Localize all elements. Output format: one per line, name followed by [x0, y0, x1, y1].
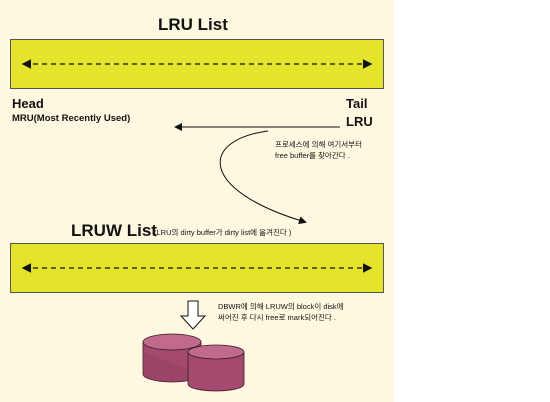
- mru-label: MRU(Most Recently Used): [12, 113, 131, 124]
- disk-icon: [187, 344, 245, 392]
- process-note-line-2: free buffer를 찾아간다 .: [275, 151, 350, 160]
- diagram-graphics: [21, 59, 373, 392]
- process-note-line-1: 프로세스에 의해 여기서부터: [275, 140, 362, 149]
- tail-label: Tail: [346, 96, 368, 111]
- dbwr-note-line-2: 써어진 후 다시 free로 mark되어진다 .: [218, 313, 336, 322]
- curved-arrow-icon: [219, 130, 307, 225]
- lru-list-title: LRU List: [158, 15, 228, 34]
- lruw-list-subtitle: (LRU의 dirty buffer가 dirty list에 옮겨진다 ): [154, 228, 292, 237]
- diagram-canvas: LRU List Head MRU(Most Recently Used) Ta…: [0, 0, 394, 402]
- lruw-list-title: LRUW List: [71, 221, 157, 240]
- lru-end-label: LRU: [346, 114, 373, 129]
- head-label: Head: [12, 96, 44, 111]
- down-block-arrow-icon: [179, 300, 207, 330]
- dbwr-note-line-1: DBWR에 의해 LRUW의 block이 disk에: [218, 302, 344, 311]
